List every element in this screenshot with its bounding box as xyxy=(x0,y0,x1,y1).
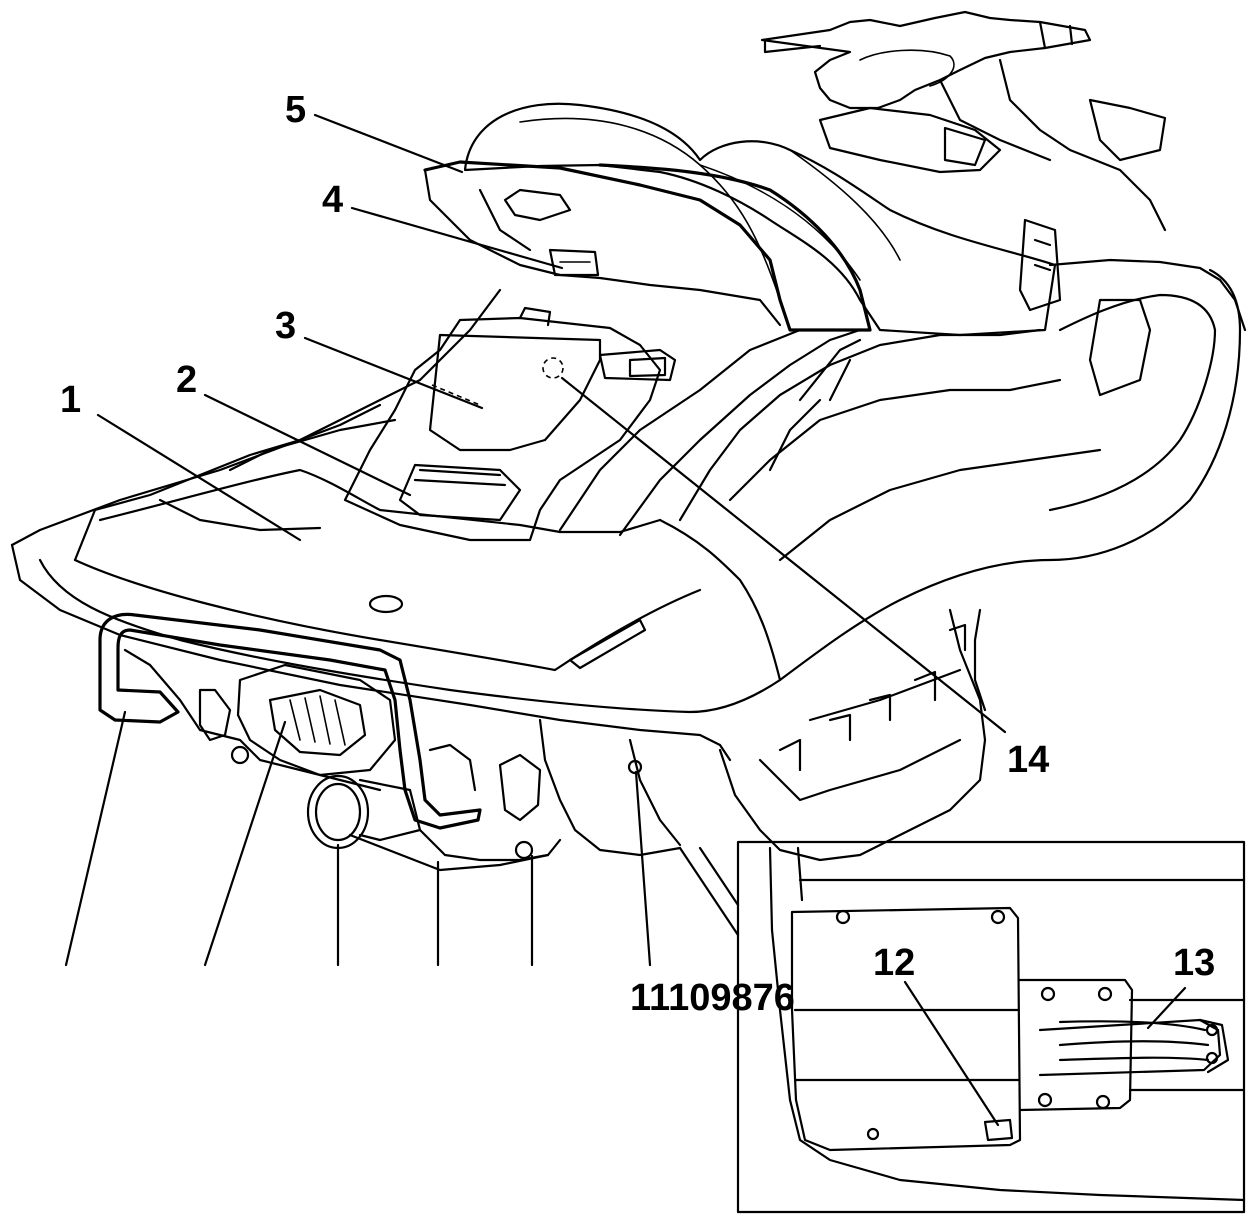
boarding-bar xyxy=(98,612,482,830)
callout-bottom-row: 11109876 xyxy=(630,977,795,1019)
handlebar-assembly xyxy=(760,10,1167,232)
callout-2: 2 xyxy=(176,359,197,401)
callout-3: 3 xyxy=(275,305,296,347)
inset-detail xyxy=(678,840,1246,1214)
callout-1: 1 xyxy=(60,379,81,421)
rear-seat-back xyxy=(423,160,872,332)
storage-compartment xyxy=(343,306,677,542)
leader-4 xyxy=(350,206,564,270)
leader-10 xyxy=(203,720,287,967)
jet-pump xyxy=(123,648,643,872)
leader-12 xyxy=(903,980,1000,1127)
leader-13 xyxy=(1146,986,1187,1030)
callout-4: 4 xyxy=(322,179,343,221)
callout-12: 12 xyxy=(873,942,915,984)
leader-11 xyxy=(64,710,127,967)
hull xyxy=(10,258,1247,862)
callout-14: 14 xyxy=(1007,739,1049,781)
deck-lines xyxy=(73,218,1102,682)
callout-13: 13 xyxy=(1173,942,1215,984)
callout-5: 5 xyxy=(285,89,306,131)
leader-6 xyxy=(634,770,652,967)
leader-2 xyxy=(203,393,412,497)
leader-3 xyxy=(303,336,484,410)
leader-14 xyxy=(560,376,1007,734)
leader-5 xyxy=(313,113,464,174)
leader-1 xyxy=(96,413,302,542)
leader-lines xyxy=(64,113,1187,1127)
